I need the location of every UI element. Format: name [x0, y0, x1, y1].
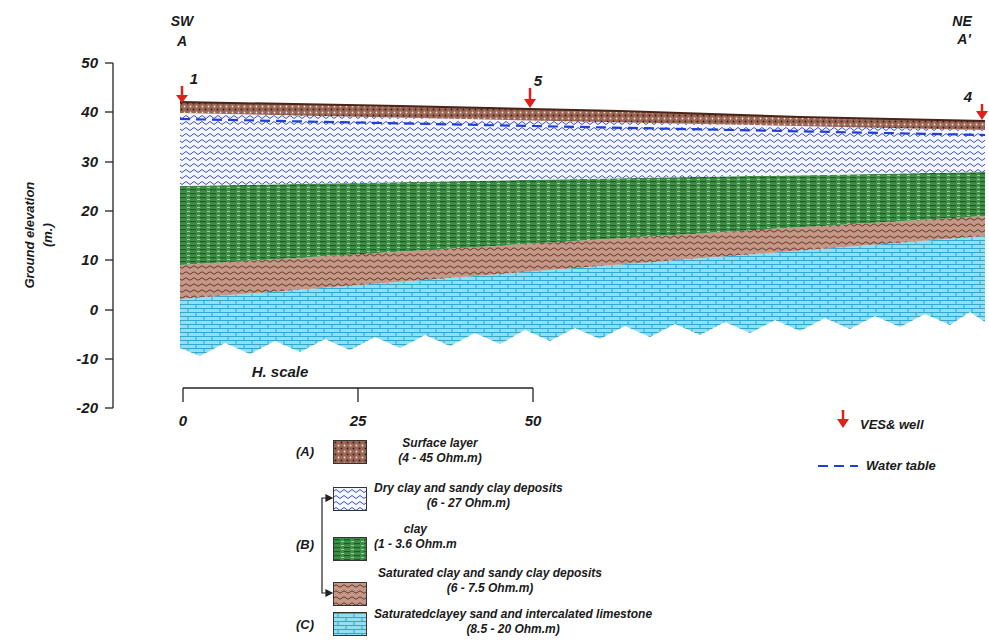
- layers: [180, 102, 985, 356]
- legend-swatch: [333, 612, 367, 636]
- legend-text: Dry clay and sandy clay deposits (6 - 27…: [374, 481, 563, 511]
- tick-label: 50: [81, 55, 98, 72]
- axis-title: Ground elevation: [23, 182, 37, 289]
- ves-well-marker: [176, 86, 988, 120]
- callout-number: 4: [964, 89, 972, 106]
- section-end-label: A: [177, 34, 187, 49]
- tick-label: 10: [81, 252, 98, 269]
- group-bracket: [322, 495, 332, 596]
- legend-text: Water table: [866, 458, 936, 473]
- scale-label: 50: [525, 413, 542, 430]
- legend-swatch: [333, 440, 367, 464]
- tick-label: 0: [90, 302, 98, 319]
- tick-label: -20: [76, 400, 98, 417]
- tick-label: -10: [76, 351, 98, 368]
- section-end-label: NE: [952, 14, 971, 29]
- legend-swatch: [333, 582, 367, 606]
- legend-text: VES& well: [860, 417, 924, 432]
- tick-label: 30: [81, 154, 98, 171]
- legend-text: clay (1 - 3.6 Ohm.m: [374, 522, 457, 552]
- legend-swatch: [333, 487, 367, 511]
- elevation-axis: [105, 63, 113, 408]
- scale-label: 0: [179, 413, 187, 430]
- legend-text: Surface layer (4 - 45 Ohm.m): [398, 436, 481, 466]
- legend-text: Saturatedclayey sand and intercalated li…: [374, 607, 652, 637]
- horizontal-scale-bar: [183, 388, 533, 402]
- legend-group-label: (A): [296, 445, 314, 459]
- callout-number: 5: [534, 73, 542, 90]
- legend-group-label: (C): [296, 618, 314, 632]
- legend-swatch: [333, 537, 367, 561]
- section-end-label: SW: [171, 14, 194, 29]
- legend-group-label: (B): [296, 538, 314, 552]
- scale-label: 25: [350, 413, 367, 430]
- callout-number: 1: [190, 71, 198, 88]
- legend-text: Saturated clay and sandy clay deposits (…: [378, 566, 602, 596]
- tick-label: 40: [81, 104, 98, 121]
- water-table-line: [180, 119, 985, 135]
- axis-title: (m.): [41, 223, 55, 247]
- scale-label: H. scale: [252, 364, 309, 381]
- legend-symbols: [818, 410, 858, 466]
- section-end-label: A': [957, 32, 970, 47]
- tick-label: 20: [81, 203, 98, 220]
